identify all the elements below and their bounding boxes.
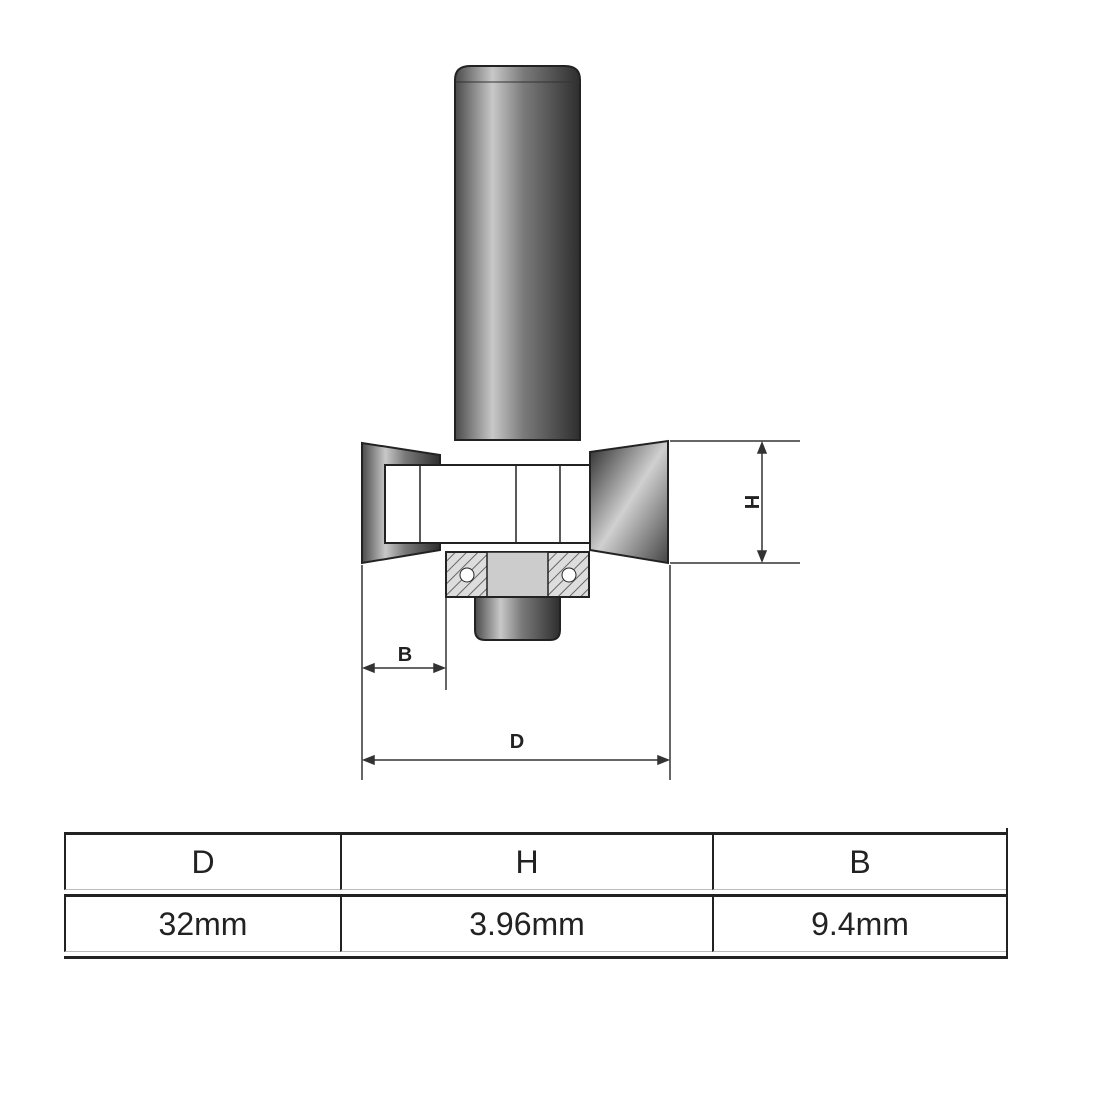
table-row: 32mm 3.96mm 9.4mm — [64, 894, 1006, 952]
header-d: D — [64, 832, 340, 890]
dimension-label-h: H — [740, 495, 762, 509]
dimension-label-d: D — [510, 731, 524, 753]
header-b: B — [712, 832, 1006, 890]
value-h: 3.96mm — [340, 894, 712, 952]
value-b: 9.4mm — [712, 894, 1006, 952]
dimension-label-b: B — [398, 644, 412, 666]
right-cutter-wing — [589, 439, 669, 565]
hex-body — [384, 464, 591, 544]
router-bit-diagram: H B D — [361, 65, 800, 780]
bearing-screw — [474, 596, 561, 641]
table-header-row: D H B — [64, 832, 1006, 890]
shank — [454, 65, 581, 441]
value-d: 32mm — [64, 894, 340, 952]
header-h: H — [340, 832, 712, 890]
spec-table: D H B 32mm 3.96mm 9.4mm — [64, 828, 1008, 959]
